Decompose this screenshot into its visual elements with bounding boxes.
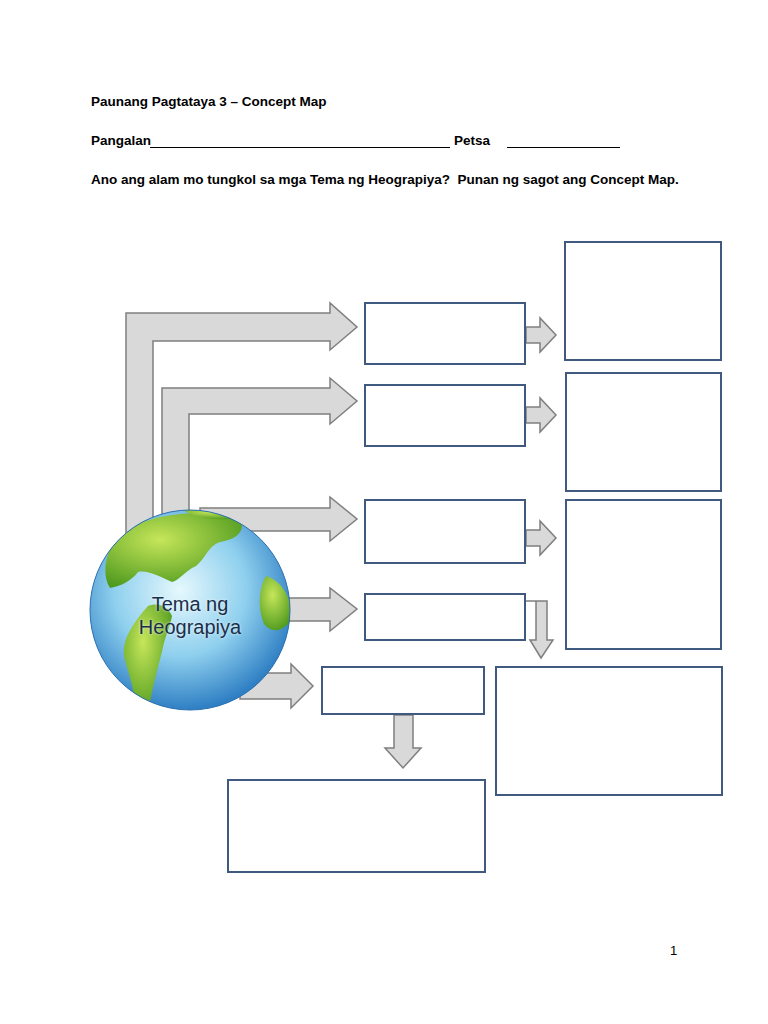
bent-arrow [526, 601, 553, 658]
globe-node: Tema ng Heograpiya [88, 506, 292, 714]
small-arrow [526, 398, 556, 432]
answer-box [566, 500, 721, 649]
worksheet-title: Paunang Pagtataya 3 – Concept Map [91, 94, 327, 109]
small-arrow [526, 521, 556, 555]
answer-lines [150, 147, 620, 148]
answer-box [365, 303, 525, 364]
answer-box [365, 500, 525, 563]
answer-box [496, 667, 722, 795]
small-arrow [526, 318, 556, 352]
node-label: Tema ng Heograpiya [120, 593, 260, 639]
answer-box [565, 242, 721, 360]
down-arrow [385, 715, 421, 768]
date-line [507, 147, 620, 148]
date-label: Petsa [454, 133, 490, 148]
answer-box [365, 594, 525, 640]
answer-box [566, 373, 721, 491]
answer-boxes [228, 242, 722, 872]
answer-box [322, 667, 484, 714]
answer-box [228, 780, 485, 872]
page-number: 1 [670, 943, 677, 958]
name-line [150, 147, 450, 148]
name-label: Pangalan [91, 133, 151, 148]
instruction-text: Ano ang alam mo tungkol sa mga Tema ng H… [91, 172, 679, 187]
answer-box [365, 385, 525, 446]
